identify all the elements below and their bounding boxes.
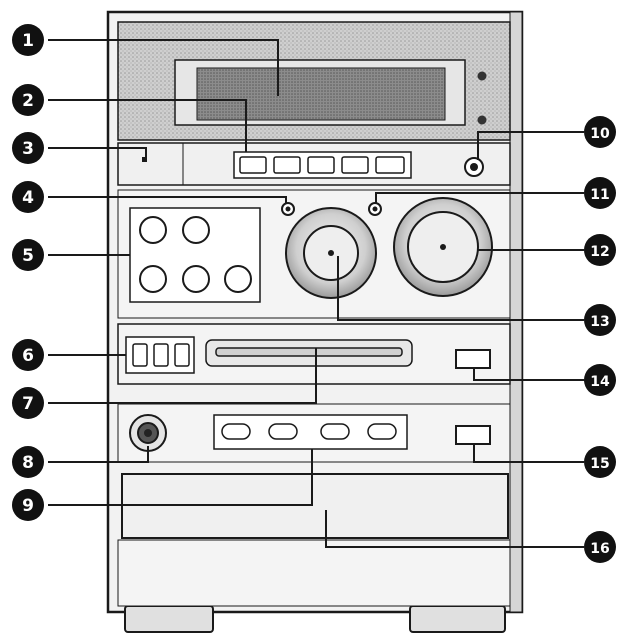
callout-8-label: 8 [22, 453, 34, 473]
callout-13: 13 [584, 304, 616, 336]
callout-10: 10 [584, 116, 616, 148]
callout-11-label: 11 [590, 187, 609, 203]
callout-12-label: 12 [590, 244, 609, 260]
disc-slot[interactable] [215, 347, 403, 357]
small-rect-button-3[interactable] [174, 343, 190, 367]
callout-6: 6 [12, 339, 44, 371]
callout-1-label: 1 [22, 31, 34, 51]
eject-button-upper[interactable] [455, 349, 491, 369]
callout-6-label: 6 [22, 346, 34, 366]
callout-4: 4 [12, 181, 44, 213]
middle-panel [117, 189, 511, 319]
round-button-4[interactable] [182, 265, 210, 293]
callout-9-label: 9 [22, 496, 34, 516]
oval-button-1[interactable] [221, 423, 251, 440]
callout-2-label: 2 [22, 91, 34, 111]
slot-panel [117, 323, 511, 385]
function-button-4[interactable] [341, 156, 369, 174]
oval-button-2[interactable] [268, 423, 298, 440]
function-button-2[interactable] [273, 156, 301, 174]
callout-14: 14 [584, 364, 616, 396]
round-button-5[interactable] [224, 265, 252, 293]
callout-4-label: 4 [22, 188, 34, 208]
callout-3-label: 3 [22, 139, 34, 159]
callout-5-label: 5 [22, 246, 34, 266]
callout-15: 15 [584, 446, 616, 478]
callout-11: 11 [584, 177, 616, 209]
small-rect-button-1[interactable] [132, 343, 148, 367]
callout-13-label: 13 [590, 314, 609, 330]
indicator-dot-lower [477, 115, 487, 125]
callout-10-label: 10 [590, 126, 610, 142]
control-strip [117, 142, 511, 186]
oval-button-3[interactable] [320, 423, 350, 440]
callout-9: 9 [12, 489, 44, 521]
cassette-door [117, 473, 511, 607]
callout-14-label: 14 [590, 374, 610, 390]
callout-12: 12 [584, 234, 616, 266]
leader-lines [48, 39, 584, 548]
callout-8: 8 [12, 446, 44, 478]
callout-1: 1 [12, 24, 44, 56]
round-button-1[interactable] [139, 216, 167, 244]
callout-3: 3 [12, 132, 44, 164]
function-button-1[interactable] [239, 156, 267, 174]
lower-panel [117, 403, 511, 463]
oval-button-4[interactable] [367, 423, 397, 440]
round-button-2[interactable] [182, 216, 210, 244]
display-panel [117, 21, 511, 141]
callout-7-label: 7 [22, 394, 34, 414]
callout-16: 16 [584, 531, 616, 563]
callout-5: 5 [12, 239, 44, 271]
callout-7: 7 [12, 387, 44, 419]
function-button-3[interactable] [307, 156, 335, 174]
indicator-dot-upper [477, 71, 487, 81]
callout-2: 2 [12, 84, 44, 116]
function-button-5[interactable] [375, 156, 405, 174]
sensor-window [142, 157, 147, 162]
callout-15-label: 15 [590, 456, 609, 472]
eject-button-lower[interactable] [455, 425, 491, 445]
round-button-3[interactable] [139, 265, 167, 293]
callout-16-label: 16 [590, 541, 609, 557]
small-rect-button-2[interactable] [153, 343, 169, 367]
